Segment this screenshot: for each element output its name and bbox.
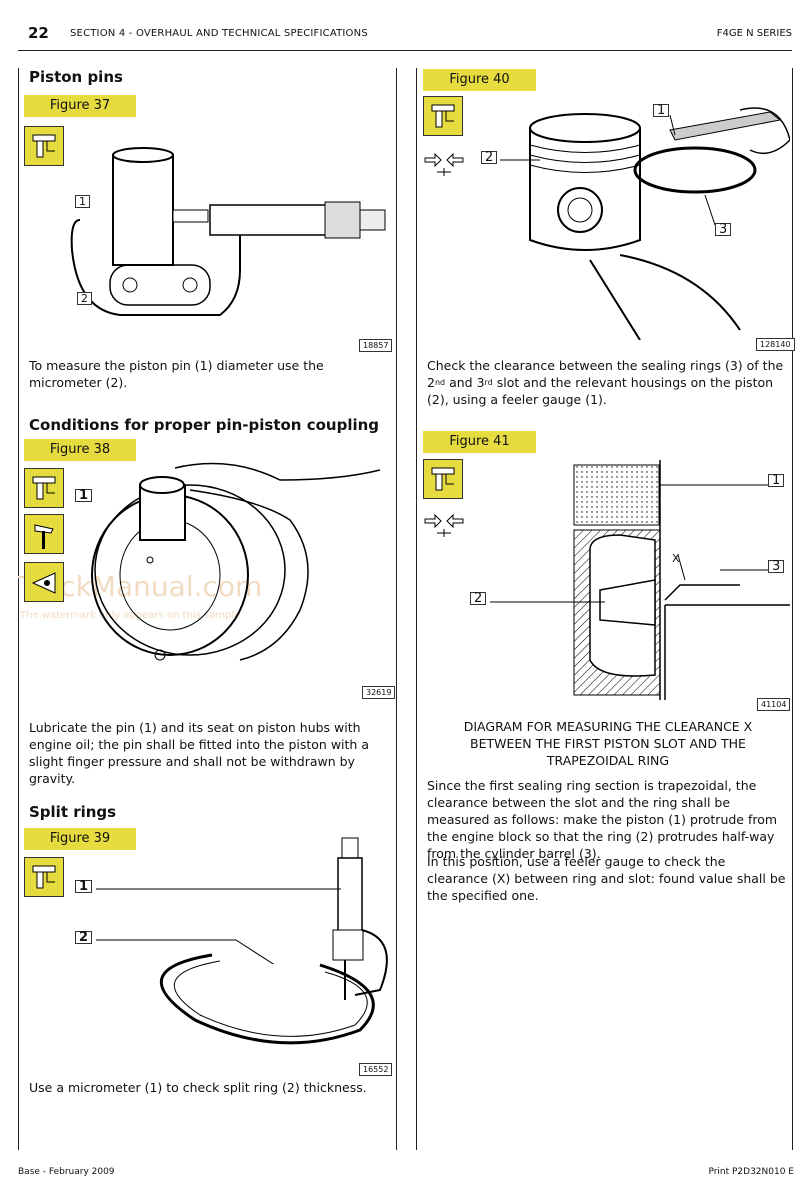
fig41-procedure-text: Since the first sealing ring section is … [427,778,778,861]
fig40-callout-3: 3 [715,223,732,236]
fig38-callout-1: 1 [75,489,93,502]
watermark-note: The watermark only appears on this sampl… [20,610,241,621]
fig37-description: To measure the piston pin (1) diameter u… [29,358,324,390]
figure-41-trapezoidal-ring-diagram [573,460,790,700]
right-border [792,68,793,1150]
fig41-caption: DIAGRAM FOR MEASURING THE CLEARANCE X BE… [463,719,753,768]
clearance-arrows-icon [424,152,464,176]
figure-37-micrometer-drawing [70,147,386,316]
figure-39-label: Figure 39 [24,828,136,850]
section-title: SECTION 4 - OVERHAUL AND TECHNICAL SPECI… [70,28,368,39]
figure-40-label: Figure 40 [423,69,536,91]
fig39-callout-1: 1 [75,880,93,893]
fig40-callout-1: 1 [653,104,670,117]
series-name: F4GE N SERIES [716,28,792,39]
section-heading-split-rings: Split rings [29,803,117,821]
fig41-callout-3: 3 [768,560,785,573]
fig37-reference: 18857 [359,339,393,352]
column-divider-right [416,68,417,1150]
fig41-check-text: In this position, use a feeler gauge to … [427,854,786,903]
micrometer-icon [24,126,64,166]
fig41-reference: 41104 [757,698,791,711]
page-number: 22 [28,24,49,42]
fig41-leader-lines [490,484,770,603]
micrometer-icon [24,468,64,508]
figure-40-piston-feeler-drawing [529,107,790,340]
column-divider-left [396,68,397,1150]
fig41-callout-1: 1 [768,474,785,487]
figure-41-label: Figure 41 [423,431,536,453]
fig41-dimension-x: X [672,552,680,565]
micrometer-icon [24,857,64,897]
fig39-callout-2: 2 [75,931,93,944]
section-heading-coupling: Conditions for proper pin-piston couplin… [29,416,380,434]
fig38-reference: 32619 [362,686,396,699]
footer-print-code: Print P2D32N010 E [708,1167,794,1177]
section-heading-piston-pins: Piston pins [29,68,123,86]
figure-37-label: Figure 37 [24,95,136,117]
fig37-callout-2: 2 [77,292,92,305]
fig39-description: Use a micrometer (1) to check split ring… [29,1080,367,1095]
fig40-leader-lines [500,115,716,226]
fig38-description: Lubricate the pin (1) and its seat on pi… [29,720,369,786]
fig40-description: Check the clearance between the sealing … [427,358,784,407]
footer-edition: Base - February 2009 [18,1167,115,1177]
micrometer-icon [423,96,463,136]
left-border [18,68,19,1150]
fig39-reference: 16552 [359,1063,393,1076]
fig39-leader-lines [96,888,341,964]
figure-38-piston-pin-drawing [91,462,381,661]
micrometer-icon [423,459,463,499]
fig40-callout-2: 2 [481,151,498,164]
clearance-arrows-icon [424,513,464,537]
fig40-reference: 128140 [756,338,795,351]
header-rule [18,50,792,51]
figure-39-split-ring-drawing [159,837,388,1045]
hammer-icon [24,514,64,554]
figure-38-label: Figure 38 [24,439,136,461]
fig41-callout-2: 2 [470,592,487,605]
fig37-callout-1: 1 [75,195,90,208]
eye-inspection-icon [24,562,64,602]
